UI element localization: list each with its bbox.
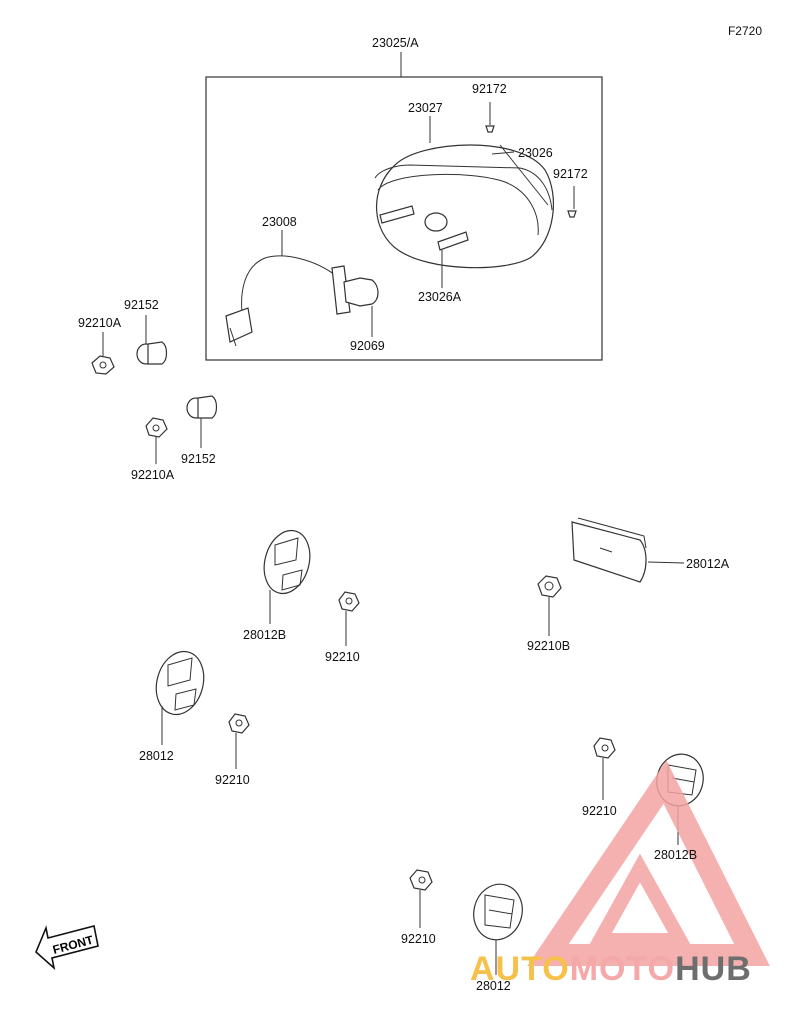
- label-bulb: 92069: [350, 339, 385, 353]
- label-nut-right-upper: 92210: [582, 804, 617, 818]
- watermark-moto: MOTO: [569, 950, 676, 988]
- reflector: [155, 650, 205, 745]
- diagram-code: F2720: [727, 24, 762, 38]
- reflector-right: [473, 883, 523, 975]
- label-grommet-upper: 92152: [124, 298, 159, 312]
- label-reflector: 28012: [139, 749, 174, 763]
- wire-harness: [225, 255, 379, 347]
- label-grommet-lower: 92152: [181, 452, 216, 466]
- nut-upper: [91, 332, 115, 375]
- label-nut-rear: 92210B: [527, 639, 571, 653]
- watermark-hub: HUB: [675, 950, 752, 988]
- label-housing: 23026: [518, 146, 553, 160]
- nut-rear: [537, 575, 562, 636]
- label-lens: 23027: [408, 101, 443, 115]
- nut-right-lower: [409, 869, 433, 928]
- watermark-logo: AUTOMOTOHUB: [470, 950, 752, 989]
- reflector-b: [263, 529, 311, 624]
- assembly-box: [205, 76, 603, 361]
- label-reflector-rear: 28012A: [686, 557, 730, 571]
- label-nut-mid: 92210: [215, 773, 250, 787]
- watermark-triangle: [527, 760, 770, 966]
- nut-b: [338, 591, 360, 646]
- taillight-housing: [374, 144, 555, 269]
- reflector-rear: [571, 517, 685, 583]
- label-screw-top: 92172: [472, 82, 507, 96]
- front-arrow-icon: FRONT: [35, 925, 99, 971]
- label-reflector-b: 28012B: [243, 628, 287, 642]
- label-nut-right-lower: 92210: [401, 932, 436, 946]
- nut-right-upper: [593, 737, 616, 800]
- grommet-upper: [136, 315, 168, 365]
- screw-right: [567, 186, 577, 218]
- label-wire: 23008: [262, 215, 297, 229]
- label-nut-upper: 92210A: [78, 316, 122, 330]
- housing-leader: [491, 151, 515, 155]
- label-nut-b: 92210: [325, 650, 360, 664]
- label-housing-a: 23026A: [418, 290, 462, 304]
- watermark-auto: AUTO: [470, 950, 570, 988]
- label-reflector-right: 28012: [476, 979, 511, 993]
- nut-mid: [228, 713, 250, 769]
- label-assembly: 23025/A: [372, 36, 419, 50]
- label-nut-lower: 92210A: [131, 468, 175, 482]
- label-screw-right: 92172: [553, 167, 588, 181]
- label-reflector-right-b: 28012B: [654, 848, 698, 862]
- grommet-lower: [186, 395, 218, 448]
- nut-lower: [145, 417, 168, 464]
- screw-top: [485, 102, 495, 133]
